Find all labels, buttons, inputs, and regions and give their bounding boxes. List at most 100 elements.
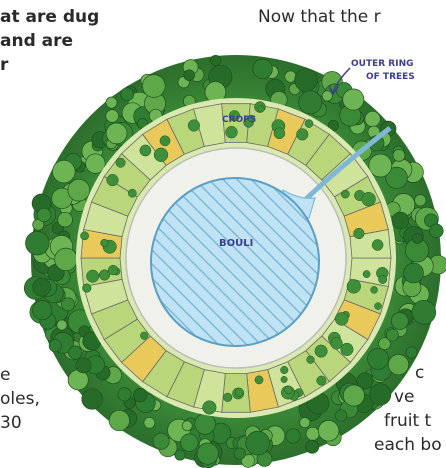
tree [82,389,103,410]
tree [184,70,195,81]
crop-tree [379,275,387,283]
outer-label-line1: OUTER RING [351,59,414,69]
tree [133,388,147,402]
crop-tree [116,158,125,167]
crop-tree [281,366,289,374]
crop-tree [101,239,109,247]
tree [388,354,408,374]
tree [393,149,405,161]
crops-label: CROPS [222,115,256,125]
tree [415,195,426,206]
tree [429,224,443,238]
tree [153,433,169,449]
tree [57,320,67,330]
tree [197,443,218,464]
bouli-water [151,178,319,346]
crop-tree [203,401,217,415]
crop-tree [235,388,243,396]
tree [412,233,422,243]
tree [33,278,51,296]
crop-tree [226,126,238,138]
tree [300,417,310,427]
crop-tree [128,189,136,197]
crop-tree [81,232,89,240]
tree [195,414,216,435]
tree [49,340,61,352]
text-bottom-right-2: ve [394,386,415,408]
tree [37,208,51,222]
text-bottom-right-4: each bo [374,434,442,456]
tree [404,263,424,283]
tree [391,313,408,330]
tree [318,421,339,442]
crop-tree [362,192,376,206]
crop-tree [297,129,309,141]
tree [26,231,50,255]
tree [365,111,380,126]
tree [335,410,346,421]
crop-tree [354,228,365,239]
tree [181,434,199,452]
crop-tree [188,120,200,132]
crop-tree [372,240,383,251]
tree [121,88,134,101]
tree [295,69,318,92]
text-bottom-right-1: c [415,362,424,384]
crop-tree [307,356,315,364]
crop-tree [274,128,285,139]
tree [343,89,364,110]
crop-tree [371,286,378,293]
crop-tree [108,265,118,275]
crop-tree [160,136,170,146]
tree [61,298,74,311]
crop-tree [305,120,313,128]
crop-tree [341,343,354,356]
tree [33,301,52,320]
crop-tree [223,393,232,402]
tree [406,347,417,358]
tree [68,179,90,201]
crop-tree [335,312,348,325]
crop-tree [317,376,326,385]
tree [246,431,270,455]
tree [343,385,364,406]
tree [53,160,76,183]
crop-tree [140,145,151,156]
tree [55,248,78,271]
tree [392,212,409,229]
crop-tree [347,280,361,294]
crop-tree [83,284,92,293]
crop-tree [315,345,327,357]
text-bottom-right-3: fruit t [384,410,431,432]
tree [106,97,117,108]
crop-tree [331,337,343,349]
tree [106,110,119,123]
crop-tree [154,148,168,162]
crop-tree [363,271,370,278]
tree [144,417,155,428]
outer-label-line2: OF TREES [366,72,415,82]
tree [299,91,322,114]
tree [368,348,389,369]
tree [69,346,82,359]
tree [306,427,319,440]
tree [182,421,192,431]
tree [109,410,129,430]
tree [253,59,273,79]
tree [234,448,245,459]
tree [142,75,165,98]
tree [175,450,185,460]
tree [370,384,391,405]
tree [76,358,91,373]
crop-tree [140,332,148,340]
tree [118,388,131,401]
crop-tree [281,376,287,382]
crop-tree [341,190,349,198]
tree [369,154,392,177]
tree [106,123,127,144]
center-label: BOULI [219,238,253,249]
tree [210,55,220,65]
crop-tree [255,376,263,384]
tree [58,212,73,227]
